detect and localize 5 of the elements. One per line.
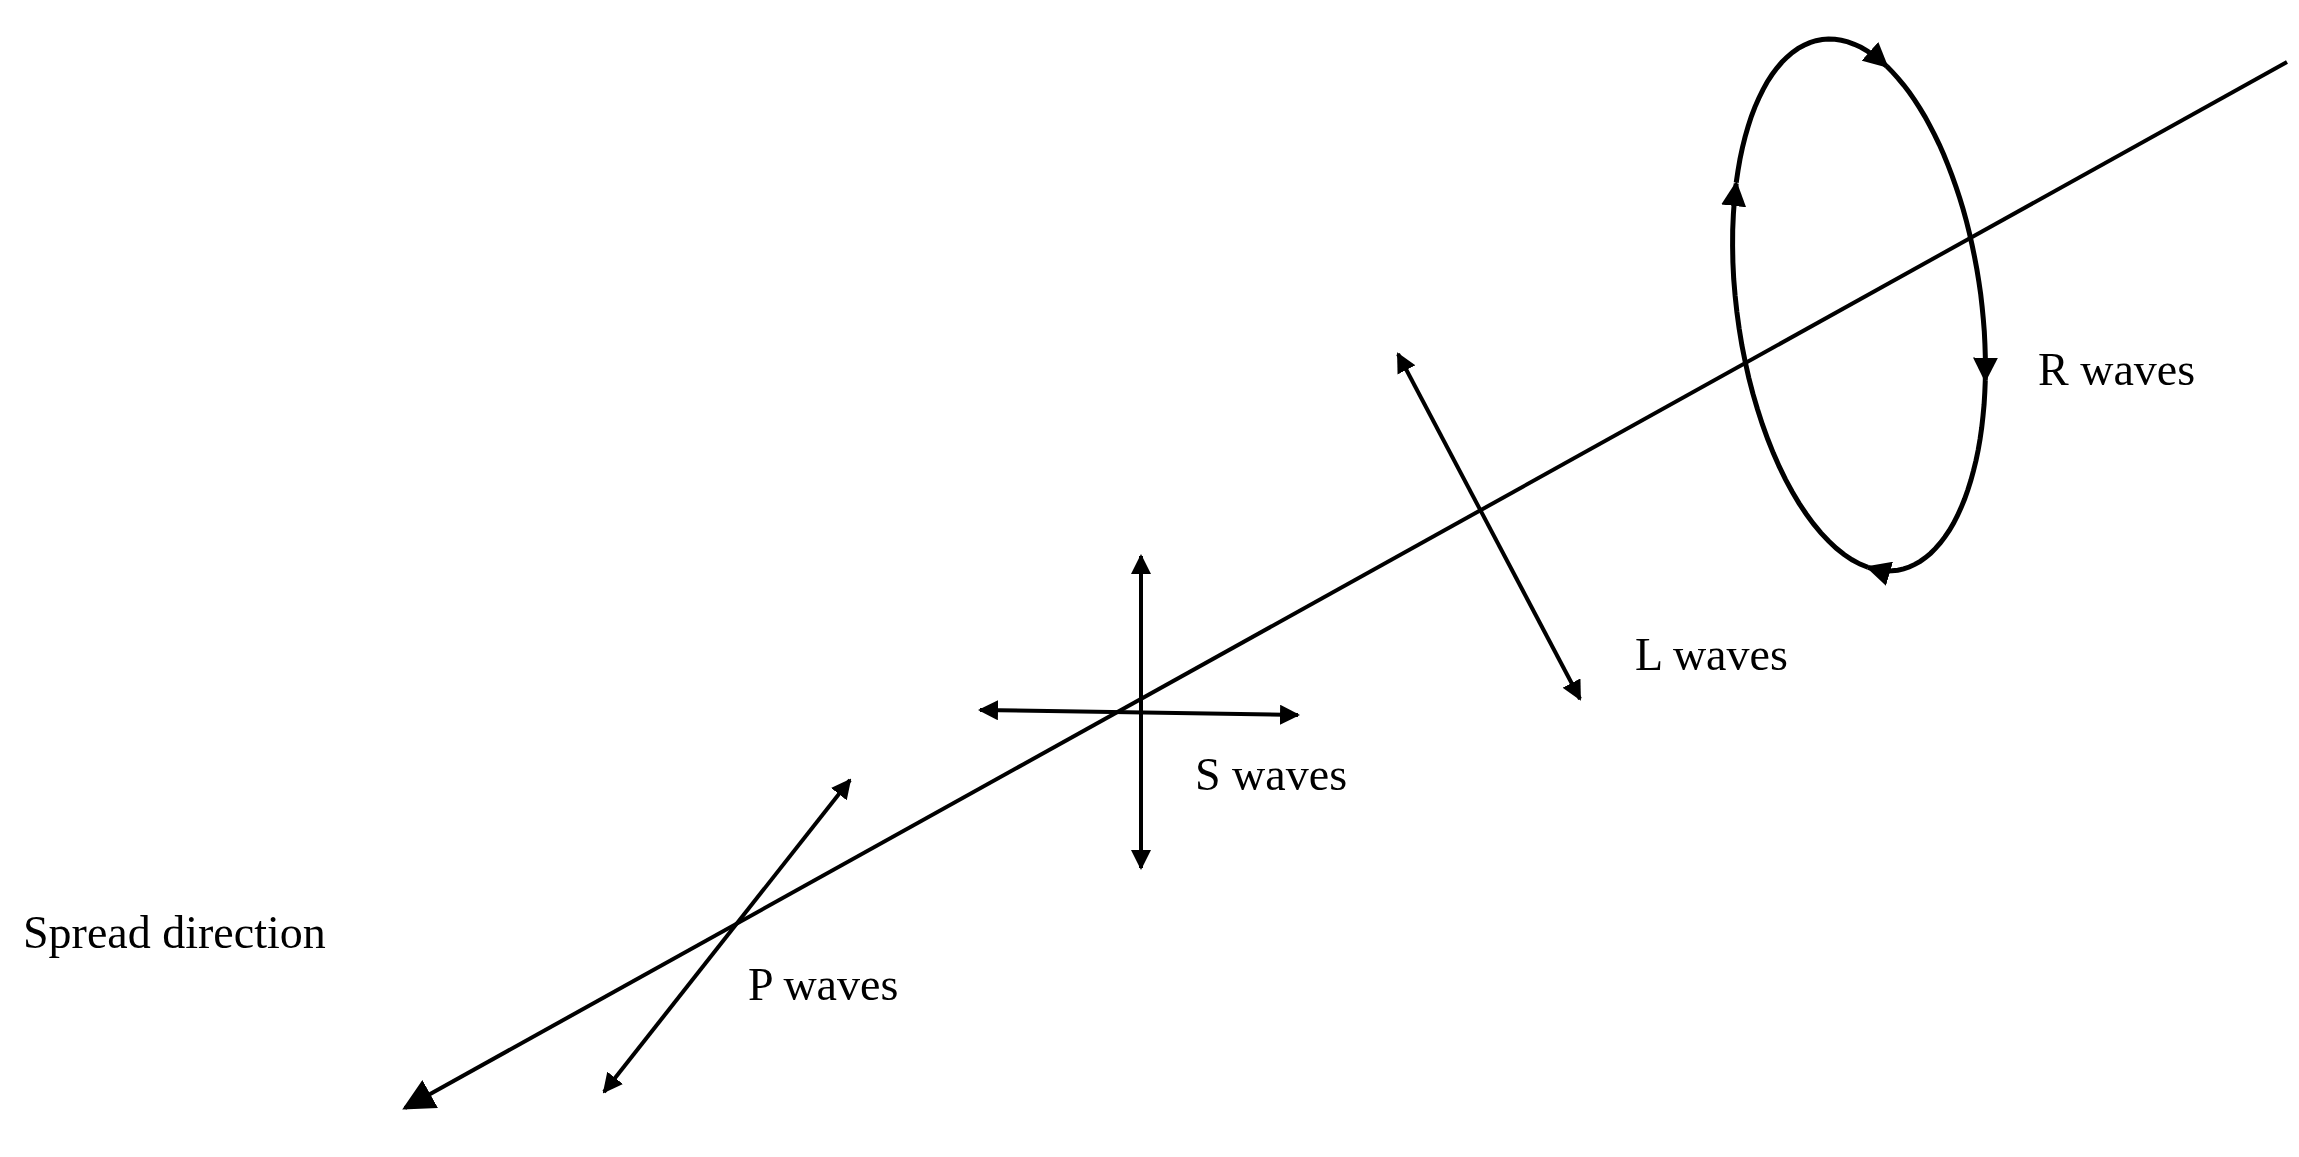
wave-label: L waves — [1635, 630, 1788, 681]
direction-label: Spread direction — [23, 908, 326, 959]
wave-label: P waves — [748, 960, 899, 1011]
wave-label: S waves — [1195, 750, 1348, 801]
wave-label: R waves — [2038, 345, 2196, 396]
